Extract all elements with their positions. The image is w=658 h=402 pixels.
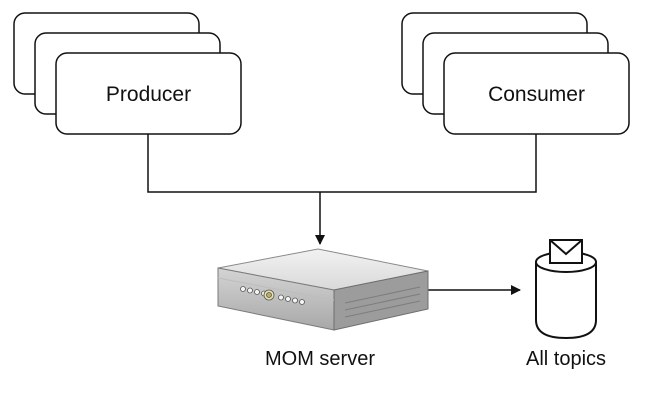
connectors <box>147 134 537 295</box>
all-topics-label: All topics <box>526 348 606 370</box>
producer-stack: Producer <box>13 12 242 135</box>
database-envelope-icon <box>535 239 597 340</box>
server-icon <box>217 248 429 331</box>
server-front-buttons <box>240 286 305 305</box>
database-cylinder <box>535 262 597 340</box>
mom-server-label: MOM server <box>265 348 375 370</box>
consumer-stack: Consumer <box>401 12 630 135</box>
envelope-flap <box>549 239 583 256</box>
producer-consumer-connector <box>147 134 537 193</box>
producer-label: Producer <box>106 83 191 106</box>
server-side-face <box>333 270 429 331</box>
consumer-label: Consumer <box>488 83 585 106</box>
